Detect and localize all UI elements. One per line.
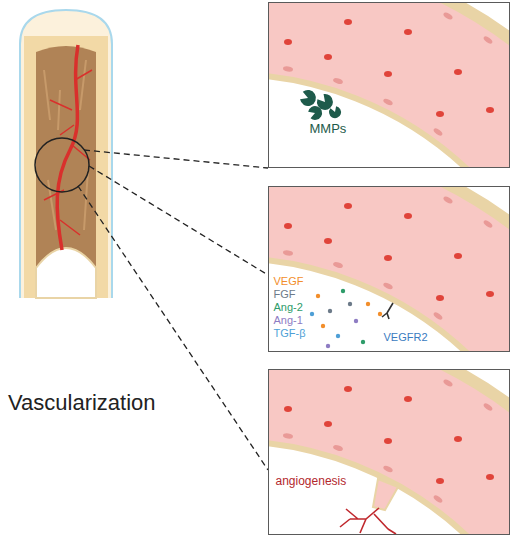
- growth-factor: [348, 302, 352, 306]
- mmp-panel: MMPs: [268, 2, 510, 168]
- zoom-line: [84, 150, 268, 168]
- panel-label: Ang-2: [274, 302, 303, 313]
- growth-factor: [361, 340, 365, 344]
- panel-label: FGF: [274, 289, 296, 300]
- vessel-sprout: [373, 479, 398, 510]
- bone-cortex: [24, 36, 108, 298]
- mmp-group: [299, 88, 343, 122]
- angiogenesis-panel: angiogenesis: [268, 369, 510, 535]
- zoom-line: [78, 186, 268, 470]
- growth-factor: [336, 334, 340, 338]
- mmp-symbol: [307, 104, 324, 122]
- figure-label: Vascularization: [8, 392, 156, 414]
- growth-factor: [378, 312, 382, 316]
- growth-factor: [366, 302, 370, 306]
- panel-label: VEGF: [274, 276, 304, 287]
- panel-label: Ang-1: [274, 315, 303, 326]
- vessel-branch: [44, 70, 92, 235]
- mmp-symbol: [328, 105, 343, 120]
- growth-factor-group: [310, 289, 393, 348]
- panel-label: angiogenesis: [276, 475, 347, 487]
- new-capillary: [340, 508, 396, 534]
- growth-factor-panel: VEGF FGF Ang-2Ang-1TGF-β VEGFR2: [268, 186, 510, 352]
- sprout-group: [340, 479, 398, 534]
- growth-factor: [321, 324, 325, 328]
- growth-factor: [341, 289, 345, 293]
- zoom-circle: [35, 138, 89, 192]
- trabecula: [44, 60, 88, 230]
- growth-factor: [354, 319, 358, 323]
- growth-factor: [310, 312, 314, 316]
- zoom-line: [89, 166, 268, 275]
- growth-factor: [328, 309, 332, 313]
- bone-marrow: [36, 46, 96, 298]
- panel-label: VEGFR2: [384, 332, 428, 343]
- growth-factor: [316, 294, 320, 298]
- receptor-symbol: [382, 303, 393, 319]
- panel-label: TGF-β: [274, 328, 306, 339]
- panel-label: MMPs: [310, 122, 347, 135]
- mmp-symbol: [299, 88, 319, 108]
- cartilage-cap: [20, 10, 112, 298]
- growth-factor: [326, 344, 330, 348]
- vessel-section: [0, 313, 512, 550]
- bone-cut: [36, 248, 96, 298]
